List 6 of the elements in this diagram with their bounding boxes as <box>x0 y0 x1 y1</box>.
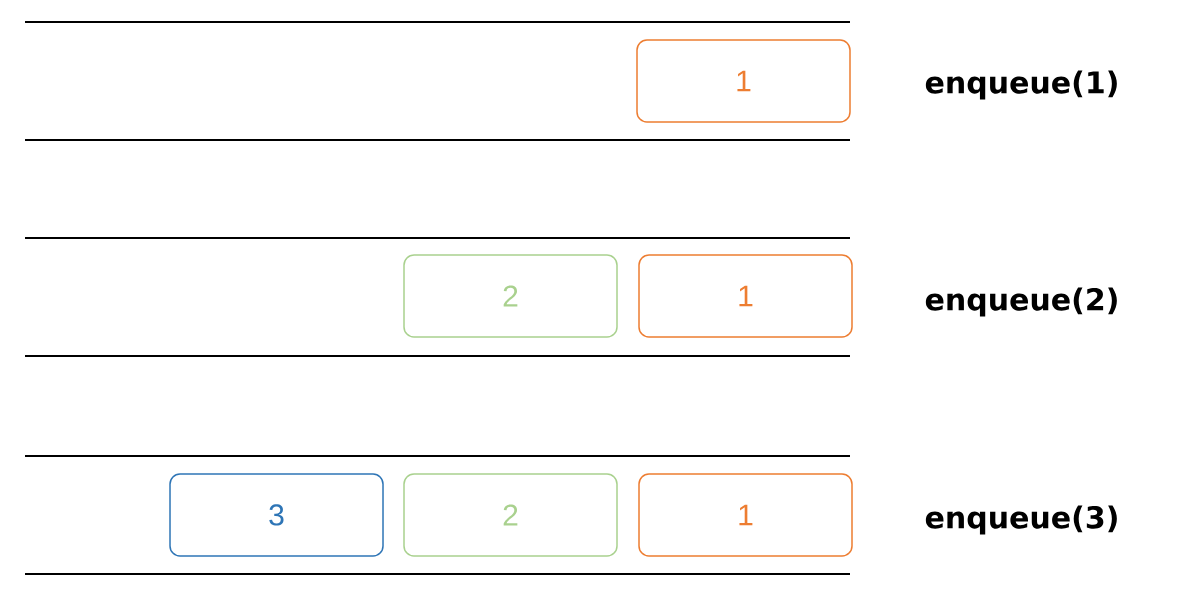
queue-element-box: 1 <box>638 473 853 557</box>
queue-element-box: 1 <box>636 39 851 123</box>
queue-element-box: 3 <box>169 473 384 557</box>
queue-element-box: 1 <box>638 254 853 338</box>
queue-element-box: 2 <box>403 473 618 557</box>
queue-element-box: 2 <box>403 254 618 338</box>
